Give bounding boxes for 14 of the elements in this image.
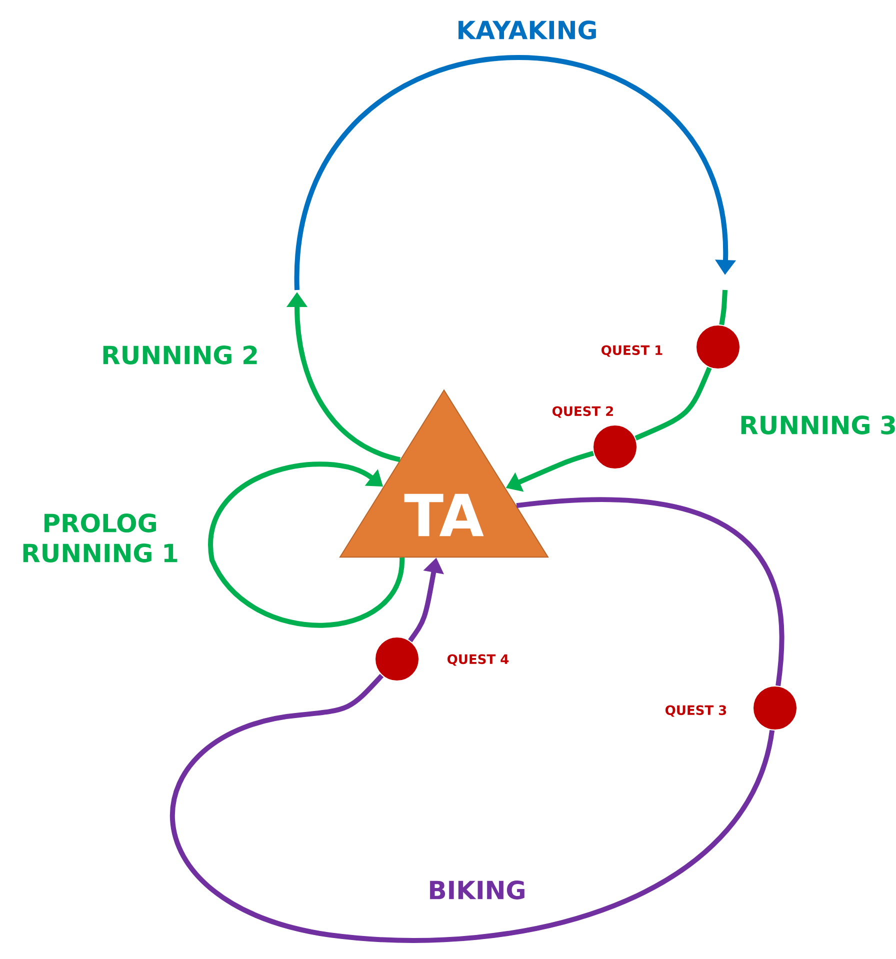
checkpoint-label: QUEST 2 [552,406,613,418]
arrow [208,462,405,628]
checkpoint-label: QUEST 4 [448,654,509,666]
route-label: PROLOG RUNNING 1 [23,514,178,562]
checkpoint-dot [374,636,420,682]
route-label: RUNNING 3 [741,416,895,434]
checkpoint-dot [752,686,798,730]
route-label: KAYAKING [458,20,596,40]
route-label: BIKING [430,880,524,900]
checkpoint-label: QUEST 3 [666,705,726,717]
checkpoint-dot [592,424,638,470]
checkpoint-label: QUEST 1 [602,345,662,357]
route-label: RUNNING 2 [103,346,257,364]
checkpoint-dot [696,324,740,370]
